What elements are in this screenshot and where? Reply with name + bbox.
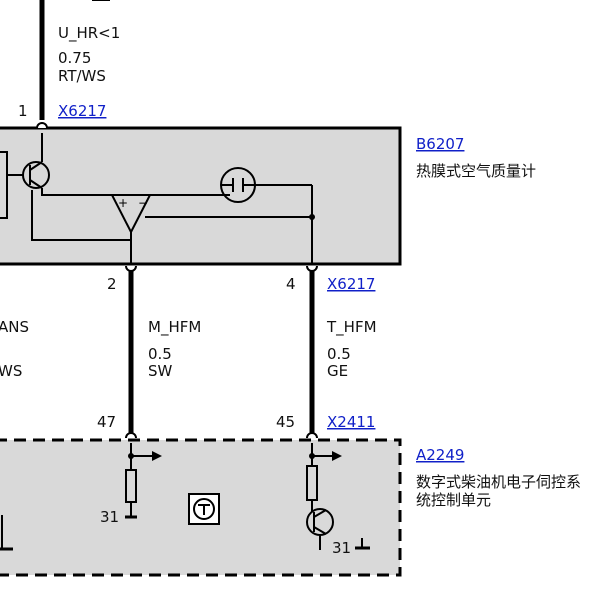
pin-45-ring — [306, 432, 318, 439]
right-wire-color: GE — [327, 362, 348, 380]
bottom-pin-left: 47 — [97, 413, 116, 431]
pin-4-ring — [306, 265, 318, 272]
right-wire-gauge: 0.5 — [327, 345, 351, 363]
pin-2-ring — [125, 265, 137, 272]
bottom-connector-link[interactable]: X2411 — [327, 413, 375, 431]
left-color-tail: WS — [0, 362, 22, 380]
center-wire-color: SW — [148, 362, 173, 380]
resistor-fragment — [0, 151, 8, 219]
sensor-name: 热膜式空气质量计 — [416, 162, 536, 180]
center-wire-signal: M_HFM — [148, 318, 201, 337]
sensor-id-link[interactable]: B6207 — [416, 135, 464, 153]
ecu-ground-left: 31 — [100, 508, 119, 526]
top-wire-color: RT/WS — [58, 67, 106, 85]
mid-pin-left: 2 — [107, 275, 117, 293]
top-wire-signal: U_HR<1 — [58, 24, 120, 43]
bottom-pin-right: 45 — [276, 413, 295, 431]
svg-text:+: + — [118, 196, 128, 210]
mid-pin-right: 4 — [286, 275, 296, 293]
ecu-ground-right: 31 — [332, 539, 351, 557]
svg-text:−: − — [138, 196, 148, 210]
ecu-name-line1: 数字式柴油机电子伺控系 — [416, 473, 581, 491]
ecu-name-line2: 统控制单元 — [416, 491, 491, 509]
pin-47-ring — [125, 432, 137, 439]
opamp-icon — [110, 194, 152, 235]
pin-1-ring — [36, 122, 48, 129]
left-signal-tail: ANS — [0, 318, 29, 336]
top-connector-link[interactable]: X6217 — [58, 102, 106, 120]
top-wire-gauge: 0.75 — [58, 49, 91, 67]
center-wire-gauge: 0.5 — [148, 345, 172, 363]
mid-connector-link[interactable]: X6217 — [327, 275, 375, 293]
top-pin-number: 1 — [18, 102, 28, 120]
ecu-id-link[interactable]: A2249 — [416, 446, 464, 464]
right-wire-signal: T_HFM — [326, 318, 377, 337]
